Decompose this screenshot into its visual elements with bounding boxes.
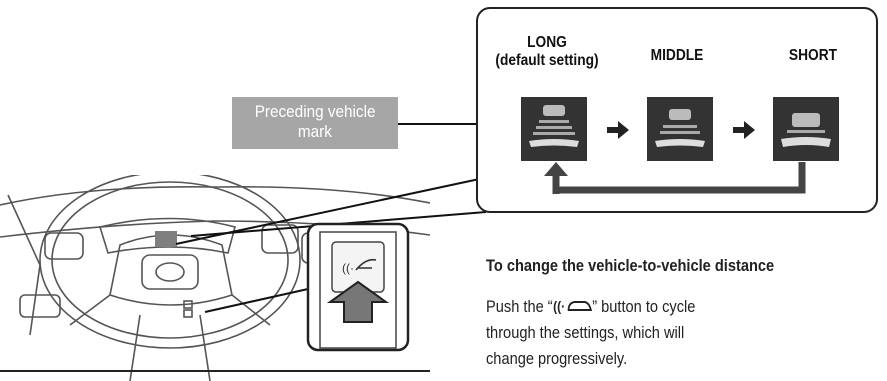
mark-label-line1: Preceding vehicle xyxy=(254,102,376,121)
short-distance-icon xyxy=(773,97,839,161)
cycle-back-arrow-icon xyxy=(544,162,806,194)
option-long-subtitle: (default setting) xyxy=(495,52,599,69)
svg-text:((·: ((· xyxy=(342,261,354,275)
instruction-line-3: change progressively. xyxy=(486,349,628,368)
right-arrow-icon xyxy=(607,121,629,139)
instructions-heading: To change the vehicle-to-vehicle distanc… xyxy=(486,256,775,275)
svg-text:((·: ((· xyxy=(553,298,565,314)
instruction-line-1-end: ” button to cycle xyxy=(592,297,696,316)
instruction-line-1-start: Push the “ xyxy=(486,297,553,316)
option-short-label: SHORT xyxy=(770,47,856,65)
long-distance-icon xyxy=(521,97,587,161)
right-arrow-icon xyxy=(733,121,755,139)
preceding-vehicle-mark-label: Preceding vehicle mark xyxy=(232,97,398,149)
option-middle-title: MIDDLE xyxy=(650,47,704,64)
option-short-title: SHORT xyxy=(788,47,838,64)
option-long-title: LONG xyxy=(527,34,567,51)
mark-label-line2: mark xyxy=(297,122,333,141)
middle-distance-icon xyxy=(647,97,713,161)
option-long-label: LONG (default setting) xyxy=(483,34,612,70)
vehicle-distance-icon: ((· xyxy=(553,298,592,314)
dashboard-illustration xyxy=(0,175,430,381)
distance-button-inset: ((· xyxy=(306,222,410,352)
instruction-line-1: Push the “ ((· ” button to cycle xyxy=(486,297,695,317)
instruction-line-2: through the settings, which will xyxy=(486,323,685,342)
option-middle-label: MIDDLE xyxy=(630,47,725,65)
